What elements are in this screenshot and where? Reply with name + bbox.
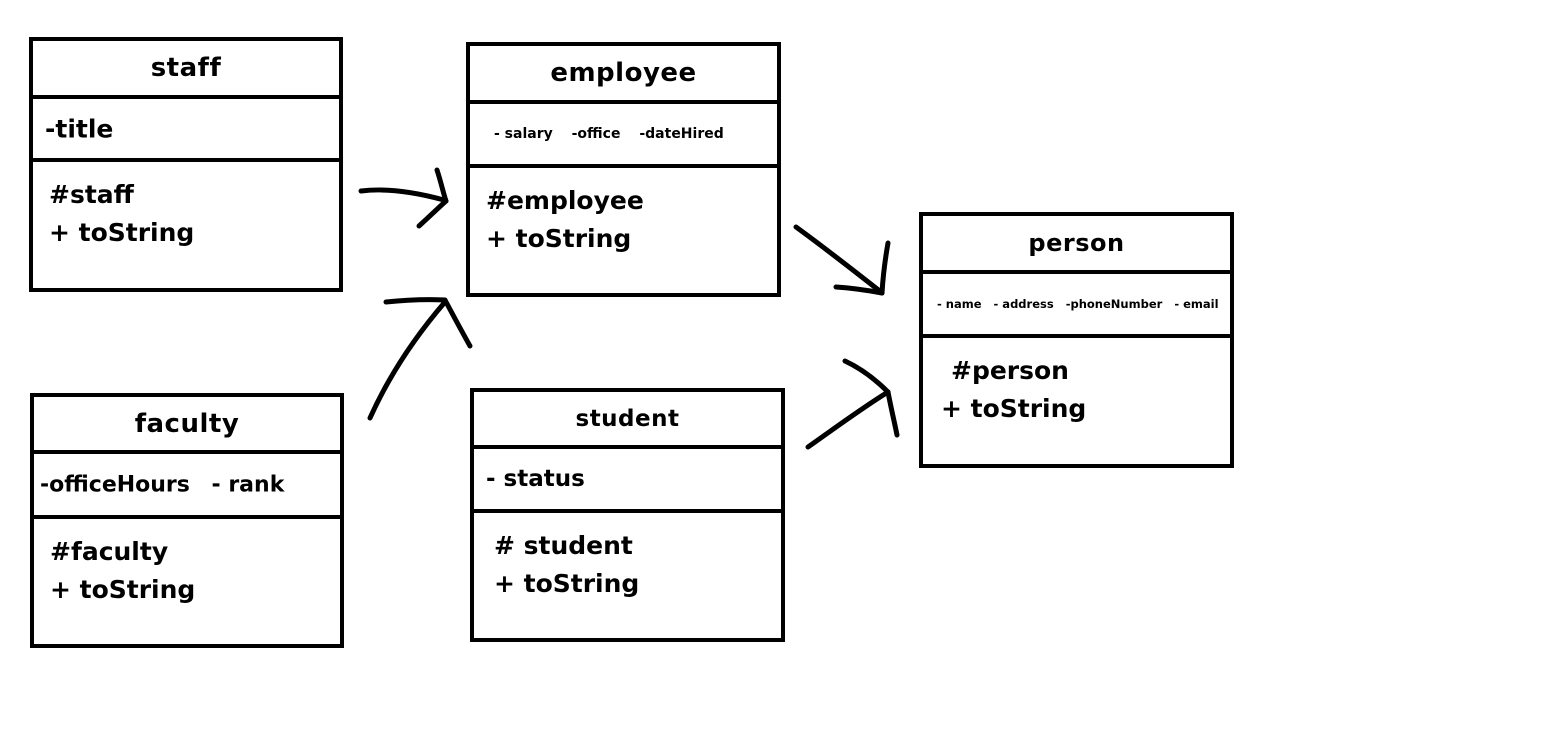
class-faculty: faculty -officeHours - rank #faculty + t…	[30, 393, 344, 648]
attribute-address: - address	[993, 297, 1054, 311]
arrow-student-to-person	[805, 358, 900, 450]
class-employee-methods-section: #employee + toString	[470, 168, 777, 258]
class-employee: employee - salary -office -dateHired #em…	[466, 42, 781, 297]
class-staff-name-section: staff	[33, 41, 339, 99]
class-person-name-section: person	[923, 216, 1230, 274]
class-student: student - status # student + toString	[470, 388, 785, 642]
class-faculty-title: faculty	[134, 408, 240, 439]
method-staff-constructor: #staff	[49, 180, 134, 209]
attribute-rank: - rank	[211, 472, 285, 497]
method-student-constructor: # student	[494, 531, 633, 560]
method-staff-tostring: + toString	[49, 218, 195, 247]
method-faculty-tostring: + toString	[50, 575, 196, 604]
class-student-name-section: student	[474, 392, 781, 449]
class-student-methods-section: # student + toString	[474, 513, 781, 603]
arrow-staff-to-employee	[358, 167, 449, 229]
method-student-tostring: + toString	[494, 569, 640, 598]
class-employee-name-section: employee	[470, 46, 777, 104]
class-faculty-name-section: faculty	[34, 397, 340, 454]
arrow-employee-to-person	[793, 224, 891, 296]
method-person-tostring: + toString	[941, 394, 1087, 423]
attribute-office: -office	[571, 126, 621, 142]
method-person-constructor: #person	[951, 356, 1069, 385]
attribute-phonenumber: -phoneNumber	[1065, 297, 1163, 311]
class-staff: staff -title #staff + toString	[29, 37, 343, 292]
attribute-status: - status	[486, 466, 585, 492]
method-faculty-constructor: #faculty	[50, 537, 169, 566]
class-person: person - name - address -phoneNumber - e…	[919, 212, 1234, 468]
class-person-methods-section: #person + toString	[923, 338, 1230, 428]
attribute-name: - name	[937, 297, 982, 311]
attribute-datehired: -dateHired	[639, 126, 724, 142]
class-staff-attributes-section: -title	[33, 99, 339, 162]
class-person-attributes-section: - name - address -phoneNumber - email	[923, 274, 1230, 338]
attribute-title: -title	[45, 114, 114, 143]
arrow-faculty-to-employee	[367, 297, 473, 421]
class-employee-attributes-section: - salary -office -dateHired	[470, 104, 777, 168]
method-employee-constructor: #employee	[486, 186, 644, 215]
attribute-salary: - salary	[494, 126, 553, 142]
class-student-attributes-section: - status	[474, 449, 781, 513]
method-employee-tostring: + toString	[486, 224, 632, 253]
class-employee-title: employee	[550, 58, 697, 88]
class-person-title: person	[1028, 229, 1125, 257]
attribute-officehours: -officeHours	[40, 472, 190, 497]
class-staff-methods-section: #staff + toString	[33, 162, 339, 252]
class-faculty-methods-section: #faculty + toString	[34, 519, 340, 609]
class-faculty-attributes-section: -officeHours - rank	[34, 454, 340, 519]
class-student-title: student	[575, 405, 680, 432]
class-staff-title: staff	[150, 53, 222, 83]
attribute-email: - email	[1174, 297, 1219, 311]
